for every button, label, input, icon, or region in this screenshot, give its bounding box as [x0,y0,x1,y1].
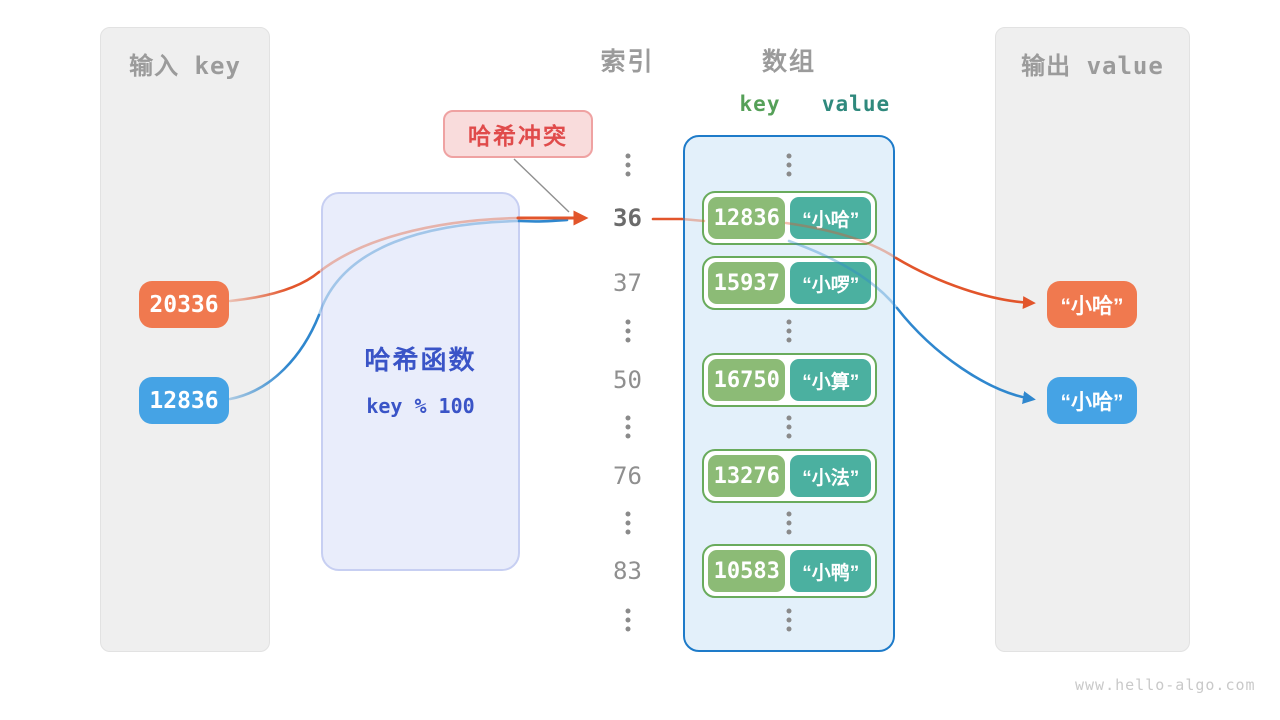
index-label-83: 83 [613,557,642,585]
output-value-orange: “小哈” [1047,281,1137,328]
arrow-hash-to-index-blue [517,218,569,223]
ellipsis-dots [625,511,630,535]
ellipsis-dots [625,319,630,343]
hash-function-box: 哈希函数 key % 100 [321,192,520,571]
hash-function-title: 哈希函数 [364,345,477,375]
input-panel: 输入 key [100,27,270,652]
output-panel: 输出 value [995,27,1190,652]
value-column-header: value [821,92,891,116]
index-label-50: 50 [613,366,642,394]
input-key-12836: 12836 [139,377,229,424]
array-container [683,135,895,652]
index-label-76: 76 [613,462,642,490]
ellipsis-dots [625,608,630,632]
ellipsis-dots [625,415,630,439]
hash-function-formula: key % 100 [366,394,475,418]
ellipsis-dots [625,153,630,177]
index-column: 36 37 50 76 83 [585,0,670,720]
input-key-20336: 20336 [139,281,229,328]
collision-pointer-line [513,158,570,213]
output-value-blue: “小哈” [1047,377,1137,424]
hash-collision-label: 哈希冲突 [443,110,593,158]
index-label-37: 37 [613,269,642,297]
index-label-36: 36 [613,204,642,232]
watermark: www.hello-algo.com [1075,676,1256,694]
index-column-header: 索引 [600,48,655,76]
key-column-header: key [739,92,781,116]
array-column-header: 数组 [761,48,816,76]
output-panel-title: 输出 value [1021,52,1164,80]
input-panel-title: 输入 key [129,52,241,80]
